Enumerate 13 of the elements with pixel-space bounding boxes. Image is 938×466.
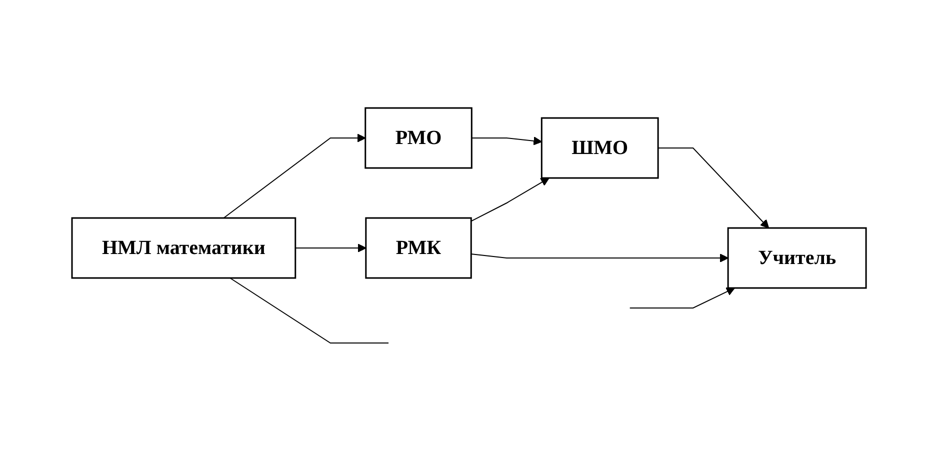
node-box: Учитель [727, 227, 867, 289]
node-box: РМО [364, 107, 472, 169]
arrow [470, 178, 550, 222]
arrow [471, 136, 542, 146]
connector [229, 278, 389, 344]
node-box: ШМО [540, 117, 659, 179]
arrow [470, 253, 728, 262]
node-box: НМЛ математики [71, 217, 296, 279]
arrow [223, 134, 366, 218]
arrow [658, 148, 770, 228]
arrow [294, 244, 366, 252]
node-box: РМК [365, 217, 472, 279]
arrow [629, 287, 736, 308]
